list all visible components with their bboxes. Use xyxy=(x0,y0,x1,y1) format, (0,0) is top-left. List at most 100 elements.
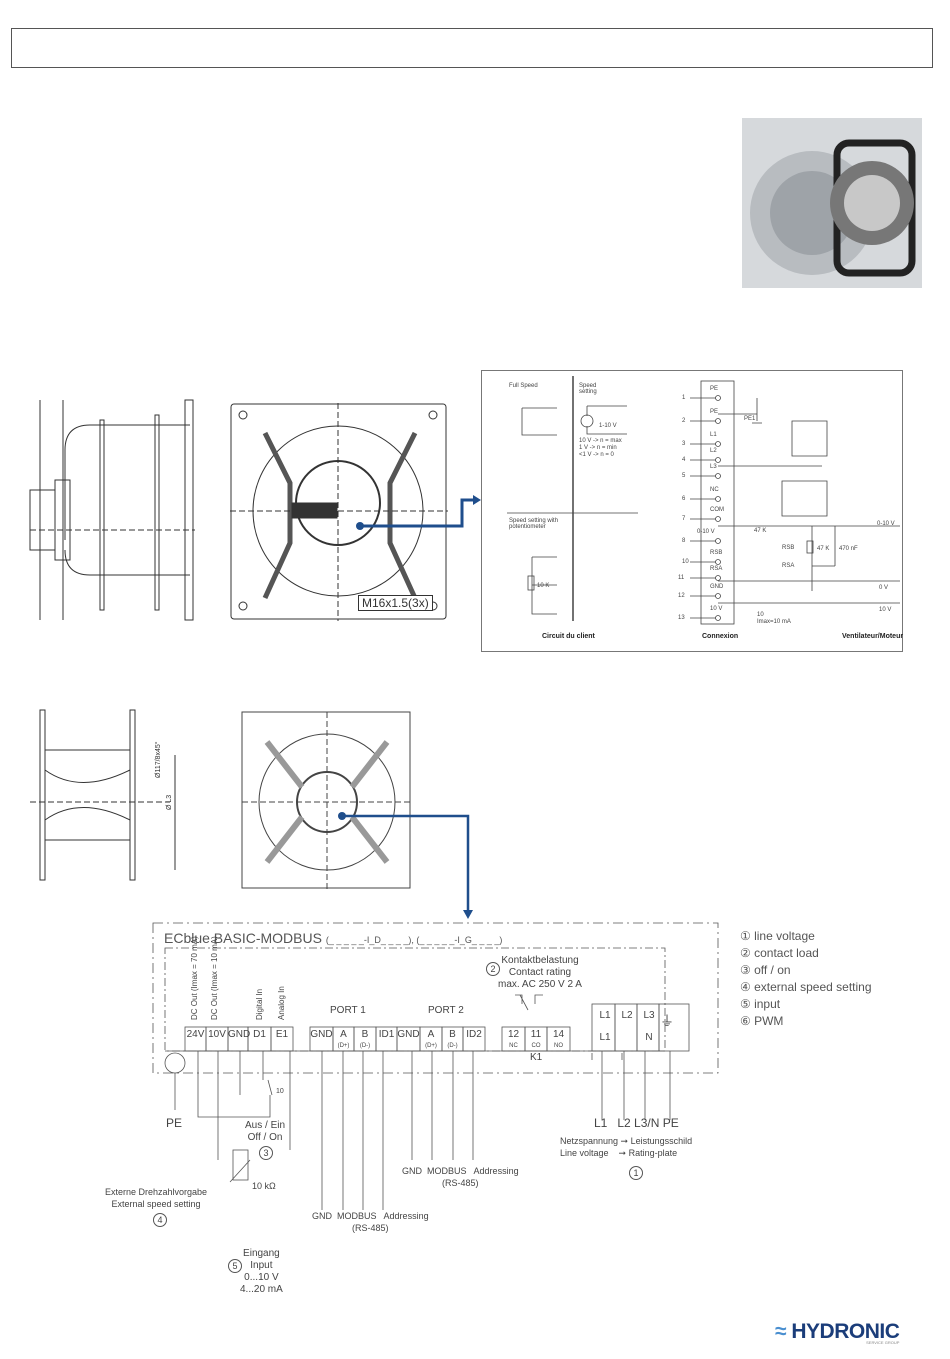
terminal-name: RSB xyxy=(710,550,723,556)
input-en: Input xyxy=(250,1260,273,1271)
contact-de: Kontaktbelastung xyxy=(501,955,579,966)
terminal-label: GND xyxy=(397,1030,420,1040)
mains-terminal: L1 xyxy=(599,1010,611,1021)
ecblue-title: ECblue BASIC-MODBUS (_ _ _ _ _-I_D_ _ _ … xyxy=(164,930,502,946)
terminal-name: PE xyxy=(710,409,719,415)
legend-item: ⑤ input xyxy=(740,997,781,1011)
connector-arrow-2 xyxy=(338,812,473,919)
circle-2: 2 xyxy=(486,962,500,976)
input-v: 0...10 V xyxy=(244,1272,279,1283)
terminal-label: A(D+) xyxy=(420,1030,442,1051)
k1-label: K1 xyxy=(530,1052,543,1063)
terminal-number: 5 xyxy=(682,473,686,479)
terminal-label: 10V xyxy=(206,1030,228,1040)
footer-client: Circuit du client xyxy=(542,633,595,640)
side-view-drawing-2 xyxy=(30,709,176,881)
terminal-text: E1 xyxy=(275,1029,289,1040)
terminal-label: ID2 xyxy=(463,1030,485,1040)
logo-sub: SERVICE GROUP xyxy=(866,1340,900,1345)
variants-text: (_ _ _ _ _-I_D_ _ _ _), (_ _ _ _ _-I_G_ … xyxy=(325,935,503,945)
terminal-text: B xyxy=(361,1029,369,1040)
terminal-box xyxy=(462,1026,486,1052)
speed-setting-label: Speed setting xyxy=(579,383,597,395)
legend-item: ④ external speed setting xyxy=(740,980,872,994)
out-10v: 10 V xyxy=(879,607,892,613)
terminal-number: 10 xyxy=(682,559,689,565)
terminal-name: GND xyxy=(710,584,724,590)
terminal-dot xyxy=(715,441,721,447)
mains-labels: L1 L2 L3/N PE xyxy=(594,1116,679,1130)
terminal-text: ID1 xyxy=(378,1029,395,1040)
mains-terminal: L1 xyxy=(599,1032,611,1043)
terminal-label: 24V xyxy=(185,1030,206,1040)
circle-4: 4 xyxy=(153,1213,167,1227)
pot-label: Speed setting with potentiometer xyxy=(509,518,559,530)
terminal-sub: NO xyxy=(554,1043,563,1049)
terminal-sub: CO xyxy=(531,1043,541,1049)
legend-item: ③ off / on xyxy=(740,963,791,977)
legend-item: ① line voltage xyxy=(740,929,815,943)
full-speed-label: Full Speed xyxy=(509,383,538,389)
bus2-label: GND MODBUS Addressing(RS-485) xyxy=(402,1165,519,1189)
out-0v: 0 V xyxy=(879,585,889,591)
circle-3: 3 xyxy=(259,1146,273,1160)
bus2-addr: Addressing xyxy=(473,1166,519,1176)
terminal-name: L1 xyxy=(710,432,717,438)
terminal-dot xyxy=(715,593,721,599)
terminal-name: NC xyxy=(710,487,719,493)
terminal-number: 6 xyxy=(682,496,686,502)
input-de: Eingang xyxy=(243,1248,280,1259)
r47k-a: 47 K xyxy=(754,528,767,534)
ext-speed-en: External speed setting xyxy=(111,1199,201,1209)
terminal-number: 13 xyxy=(678,615,685,621)
terminal-label: ID1 xyxy=(376,1030,397,1040)
terminal-dot xyxy=(715,496,721,502)
pe1-label: PE1 xyxy=(744,416,756,422)
ext-speed-de: Externe Drehzahlvorgabe xyxy=(105,1187,208,1197)
plate-de: Leistungsschild xyxy=(630,1136,693,1146)
terminal-number: 4 xyxy=(682,457,686,463)
terminal-label: GND xyxy=(228,1030,250,1040)
contact-max: max. AC 250 V 2 A xyxy=(498,979,582,990)
terminal-dot xyxy=(715,473,721,479)
legend-item: ② contact load xyxy=(740,946,819,960)
front-view-drawing-2 xyxy=(241,711,412,890)
speed-rule-3: <1 V -> n = 0 xyxy=(579,452,614,458)
r10-label: 10 xyxy=(757,612,764,618)
terminal-label: D1 xyxy=(248,1030,271,1040)
terminal-text: A xyxy=(427,1029,435,1040)
pot-label-bottom: 10 kΩ xyxy=(252,1181,276,1191)
dim-2: Ø L3 xyxy=(166,794,173,810)
terminal-text: B xyxy=(449,1029,456,1040)
r47k-b: 47 K xyxy=(817,546,830,552)
terminal-text: ID2 xyxy=(466,1029,482,1040)
terminal-box xyxy=(546,1026,571,1052)
dim-1: Ø117/8x45° xyxy=(155,741,162,778)
terminal-text: D1 xyxy=(253,1029,266,1040)
legend: ① line voltage ② contact load ③ off / on ④ … xyxy=(740,928,872,1030)
terminal-label: B(D-) xyxy=(442,1030,463,1051)
bus2-gnd: GND xyxy=(402,1166,422,1176)
front-view-drawing xyxy=(230,403,448,621)
side-view-drawing xyxy=(29,399,195,621)
terminal-dot xyxy=(715,395,721,401)
wiring-diagram-bottom-lines xyxy=(152,922,719,1210)
bus1-modbus: MODBUS xyxy=(337,1211,377,1221)
contact-en: Contact rating xyxy=(508,967,572,978)
terminal-name: L2 xyxy=(710,448,717,454)
out-rsb: RSB xyxy=(782,545,795,551)
offon-en: Off / On xyxy=(247,1132,283,1143)
ground-symbol-icon: ⏚ xyxy=(660,1013,674,1029)
pot-value: 10 K xyxy=(537,583,550,589)
terminal-sub: NC xyxy=(509,1043,518,1049)
imax-label: Imax=10 mA xyxy=(757,619,791,625)
terminal-text: GND xyxy=(310,1029,333,1040)
terminal-dot xyxy=(715,538,721,544)
speed-range: 1-10 V xyxy=(599,423,617,429)
terminal-text: 10V xyxy=(208,1029,226,1040)
input-ma: 4...20 mA xyxy=(240,1284,283,1295)
